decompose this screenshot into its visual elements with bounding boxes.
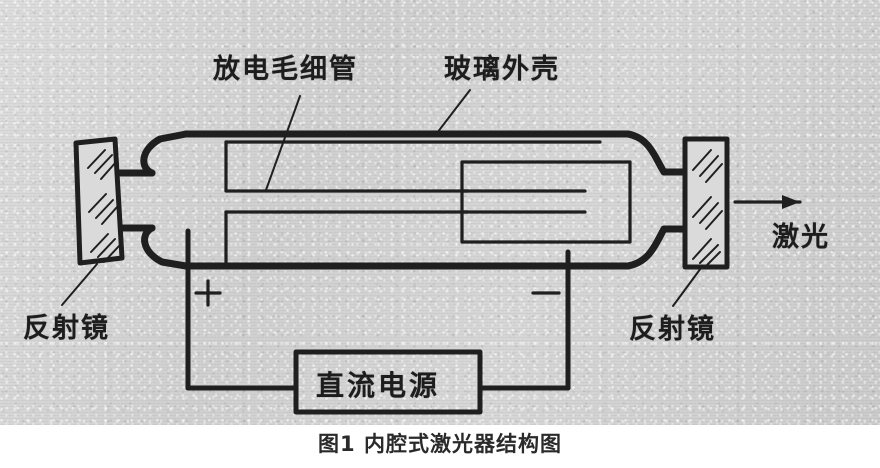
mirror-left-icon [61, 136, 125, 306]
mirror-left-leader [61, 263, 98, 306]
glass-shell-leader [436, 89, 471, 134]
label-mirror-right: 反射镜 [629, 314, 716, 345]
electrode-chamber [460, 160, 632, 244]
power-circuit [185, 228, 571, 415]
power-supply-box [293, 349, 483, 415]
mirror-right-icon [672, 136, 730, 307]
tube-neck-left [116, 169, 156, 232]
laser-structure-diagram: .ink { stroke:#1f1f1f; fill:none; stroke… [61, 89, 802, 415]
label-power-supply: 直流电源 [316, 369, 441, 402]
label-glass-shell: 玻璃外壳 [444, 54, 560, 85]
glass-shell-outline [140, 89, 692, 270]
arrow-right-icon [733, 195, 802, 209]
discharge-capillary [224, 95, 602, 264]
label-discharge-capillary: 放电毛细管 [213, 54, 358, 85]
mirror-left-hatching [87, 149, 120, 263]
plus-sign-icon [194, 279, 222, 307]
capillary-leader [265, 95, 301, 191]
mirror-right-leader [672, 267, 702, 307]
label-mirror-left: 反射镜 [23, 313, 110, 344]
figure-caption: 图1 内腔式激光器结构图 [318, 432, 562, 456]
mirror-right-hatching [692, 149, 723, 267]
label-laser-output: 激光 [772, 222, 830, 253]
